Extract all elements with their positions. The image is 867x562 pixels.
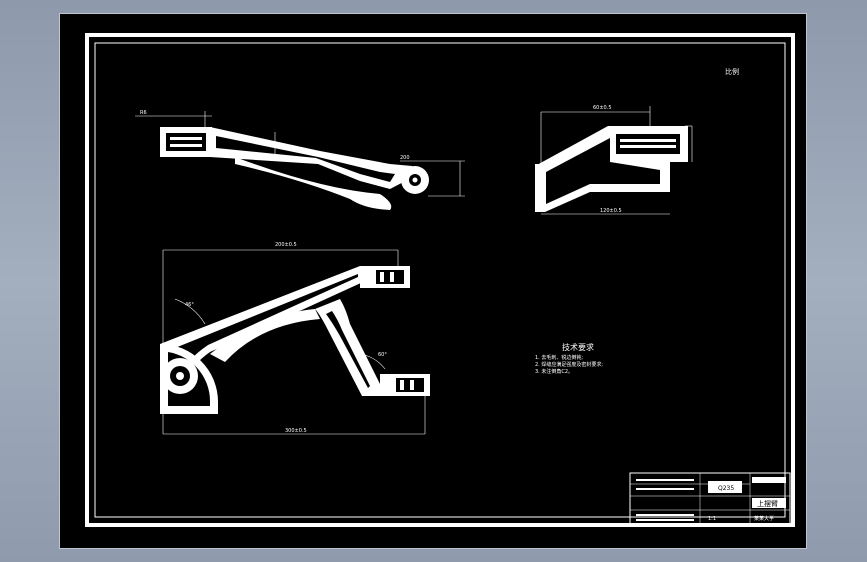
- inner-frame: [94, 42, 786, 518]
- outer-frame: [85, 33, 795, 527]
- dim-front-left: R6: [140, 110, 147, 116]
- dim-top-total: 300±0.5: [285, 428, 307, 434]
- dim-side-top: 60±0.5: [593, 105, 612, 111]
- dim-angle-a: 46°: [185, 302, 194, 308]
- title-block-part-name: 上摆臂: [757, 499, 778, 508]
- dim-angle-b: 60°: [378, 352, 387, 358]
- title-block-school: 某某大学: [754, 515, 774, 522]
- dim-front-overall: 200: [400, 155, 410, 161]
- scale-note: 比例: [725, 67, 739, 76]
- tech-requirements-title: 技术要求: [562, 342, 594, 352]
- dim-top-width: 200±0.5: [275, 242, 297, 248]
- drawing-sheet: 比例 R6 200: [59, 13, 807, 549]
- end-view: 60±0.5 120±0.5: [535, 105, 693, 215]
- tech-requirement-item: 1. 去毛刺、锐边倒钝;: [535, 354, 583, 361]
- dim-side-bottom: 120±0.5: [600, 208, 622, 214]
- title-block: Q235 上摆臂 1:1 某某大学: [629, 472, 791, 526]
- top-view: 200±0.5 300±0.5 46° 60°: [160, 242, 430, 435]
- title-block-material: Q235: [718, 485, 734, 492]
- title-block-sheet: 1:1: [708, 516, 716, 522]
- cad-drawing: 比例 R6 200: [85, 33, 795, 527]
- side-view: R6 200: [135, 110, 465, 210]
- tech-requirement-item: 2. 焊缝应满足强度及密封要求;: [535, 361, 603, 368]
- tech-requirement-item: 3. 未注倒角C2。: [535, 368, 573, 375]
- tech-requirements: 技术要求 1. 去毛刺、锐边倒钝; 2. 焊缝应满足强度及密封要求; 3. 未注…: [535, 342, 603, 375]
